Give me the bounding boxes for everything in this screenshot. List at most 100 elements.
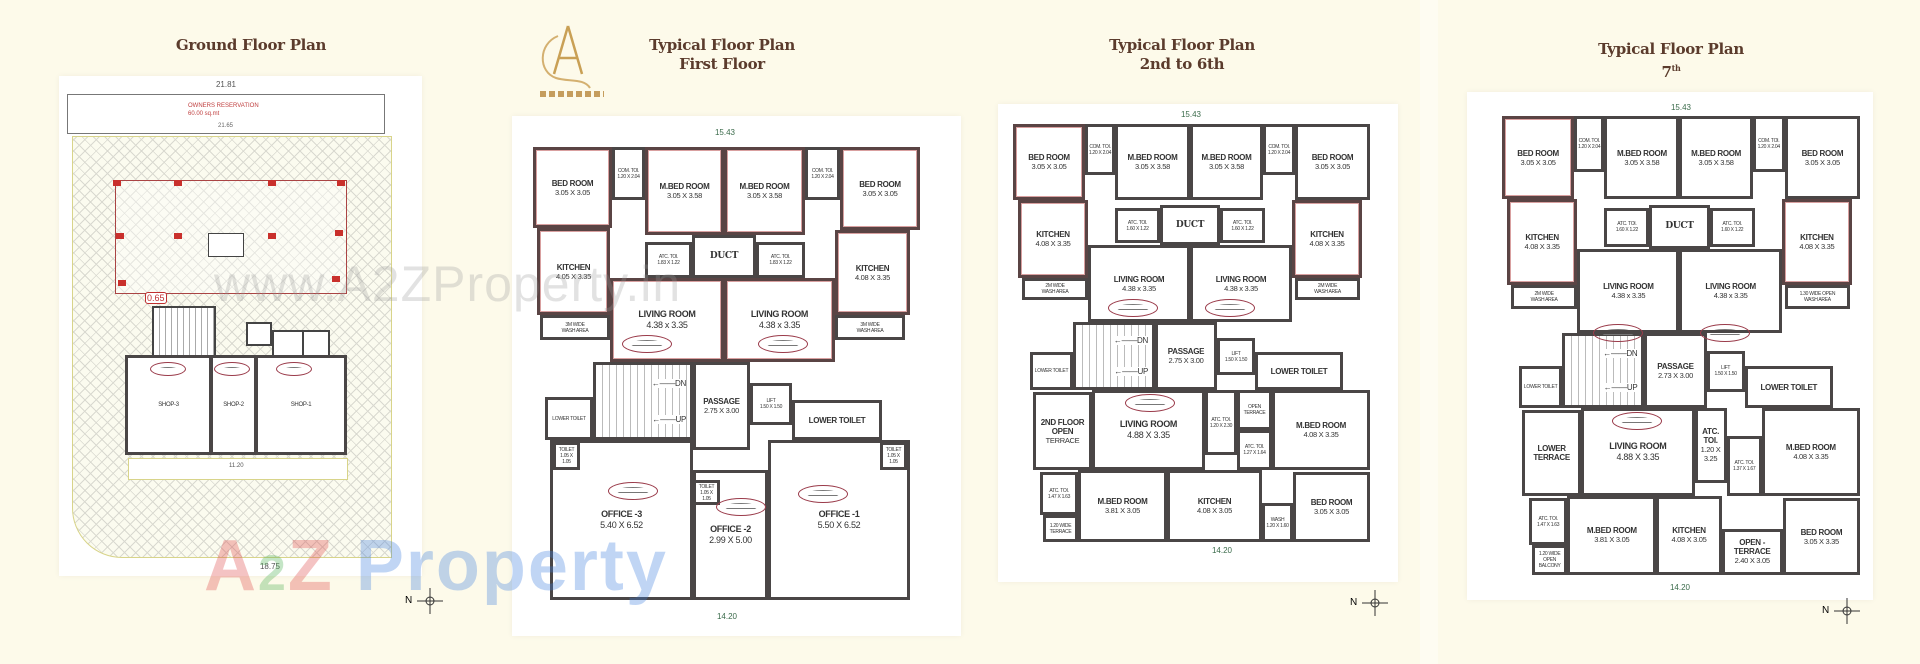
room-size: 3.05 X 3.05 — [1520, 157, 1556, 167]
room-size: 4.08 X 3.35 — [854, 272, 891, 282]
area-oval — [1125, 394, 1175, 412]
room-size: 1.60 X 1.22 — [1615, 227, 1639, 234]
area-oval — [214, 362, 250, 376]
room-size: 1.60 X 1.22 — [1231, 225, 1254, 232]
room-name: KITCHEN — [855, 263, 890, 273]
room-size: 2.75 X 3.00 — [1168, 356, 1204, 365]
room-name: DUCT — [1665, 221, 1694, 232]
room-size: 4.08 X 3.35 — [1309, 239, 1345, 248]
ground-duct — [208, 233, 244, 257]
room-name: LIVING ROOM — [1113, 274, 1165, 284]
room-name: COM. TOI. — [617, 167, 640, 174]
compass-north-label: N — [405, 595, 413, 606]
room-name: 3M WIDE — [860, 321, 880, 328]
typ-room: LOWER TOILET — [1030, 352, 1073, 390]
room-size: 1.20 X 2.04 — [1757, 144, 1781, 150]
room-name: 2ND FLOOR OPEN — [1040, 417, 1085, 436]
room-name: KITCHEN — [1525, 233, 1559, 243]
room-name: LIVING ROOM — [638, 309, 696, 319]
room-name: COM. TOI. — [811, 167, 834, 174]
room-size: 2.75 X 3.00 — [703, 406, 740, 415]
typ-room: DUCT — [1160, 205, 1220, 245]
room-size: 1.60 X 1.22 — [1721, 227, 1744, 234]
area-oval — [1612, 412, 1662, 430]
room-name: BED ROOM — [1517, 148, 1559, 158]
watermark-brand-z: Z — [287, 526, 334, 606]
stair-down-label: DN — [651, 378, 686, 388]
stair-down-label: DN — [1113, 336, 1148, 345]
room-size: 1.20 X 2.30 — [1209, 422, 1233, 429]
top-room: ATC. TOI.1.37 X 1.67 — [1726, 435, 1762, 496]
column — [337, 180, 345, 186]
first-room: LOWER TOILET — [545, 397, 593, 440]
area-oval — [798, 485, 848, 503]
room-size: 1.20 X 2.04 — [1088, 149, 1112, 156]
room-name: 2M WIDE — [1045, 283, 1065, 289]
room-size: 1.20 X 2.04 — [617, 173, 640, 180]
shop-1: SHOP-1 — [255, 355, 347, 455]
room-name: M.BED ROOM — [1616, 148, 1667, 158]
room-name: LOWER TOILET — [808, 415, 866, 425]
room-size: 4.38 x 3.35 — [1224, 283, 1258, 293]
room-size: 3.05 X 3.05 — [1314, 162, 1351, 171]
room-name: M.BED ROOM — [1127, 153, 1178, 162]
room-name: KITCHEN — [1672, 526, 1706, 536]
room-size: 2.99 X 5.00 — [709, 535, 752, 545]
room-name: M.BED ROOM — [1201, 153, 1252, 162]
room-name: ATC. TOI. — [1538, 515, 1558, 522]
room-name: ATC. TOI. — [1244, 444, 1265, 450]
room-size: 4.08 X 3.35 — [1524, 242, 1560, 252]
typ-room: ATC. TOI.1.20 X 2.30 — [1205, 390, 1237, 455]
room-name: ATC. TOI. — [1127, 219, 1148, 226]
column — [268, 233, 276, 239]
plot-hatched-area — [72, 136, 392, 558]
room-size: 1.27 X 1.64 — [1243, 450, 1266, 456]
room-name: LIVING ROOM — [1705, 282, 1756, 292]
room-name: M.BED ROOM — [1691, 148, 1742, 158]
area-oval — [622, 335, 672, 353]
room-name: LOWER TOILET — [1523, 384, 1558, 391]
room-name: LIVING ROOM — [1609, 441, 1667, 451]
room-size: 1.83 X 1.22 — [657, 260, 680, 266]
north-compass-icon: N — [1350, 588, 1390, 618]
room-name: 2M WIDE — [1317, 283, 1338, 289]
area-oval — [1205, 299, 1255, 317]
room-name: LIFT — [766, 398, 776, 404]
room-name: LIFT — [1721, 365, 1731, 372]
room-size: 3.05 X 3.05 — [1313, 507, 1350, 516]
room-size: 3.05 X 3.58 — [1698, 157, 1734, 167]
room-size: 1.50 X 1.50 — [1714, 371, 1737, 378]
room-name: BED ROOM — [1800, 527, 1843, 537]
room-size: 2.73 X 3.00 — [1657, 370, 1694, 380]
room-size: 1.47 X 1.63 — [1047, 493, 1071, 500]
room-name: ATC. TOI. — [1617, 221, 1637, 228]
north-compass-icon: N — [405, 586, 445, 616]
column — [332, 276, 340, 282]
top-room: COM. TOI.1.20 X 2.04 — [1752, 116, 1785, 172]
room-size: 5.40 X 6.52 — [600, 520, 643, 530]
room-name: COM. TOI. — [1268, 143, 1290, 150]
room-size: TERRACE — [1049, 528, 1072, 535]
room-name: OFFICE -2 — [710, 524, 751, 534]
typ-room: COM. TOI.1.20 X 2.04 — [1263, 124, 1295, 175]
owners-reservation-area: OWNERS RESERVATION 60.00 sq.mt 21.65 — [67, 94, 385, 134]
room-name: KITCHEN — [1310, 230, 1344, 239]
area-oval — [1700, 324, 1750, 342]
room-name: ATC. TOI. — [1049, 487, 1069, 494]
room-name: LOWER TOILET — [1270, 366, 1328, 376]
room-name: LOWER TOILET — [1034, 368, 1069, 374]
